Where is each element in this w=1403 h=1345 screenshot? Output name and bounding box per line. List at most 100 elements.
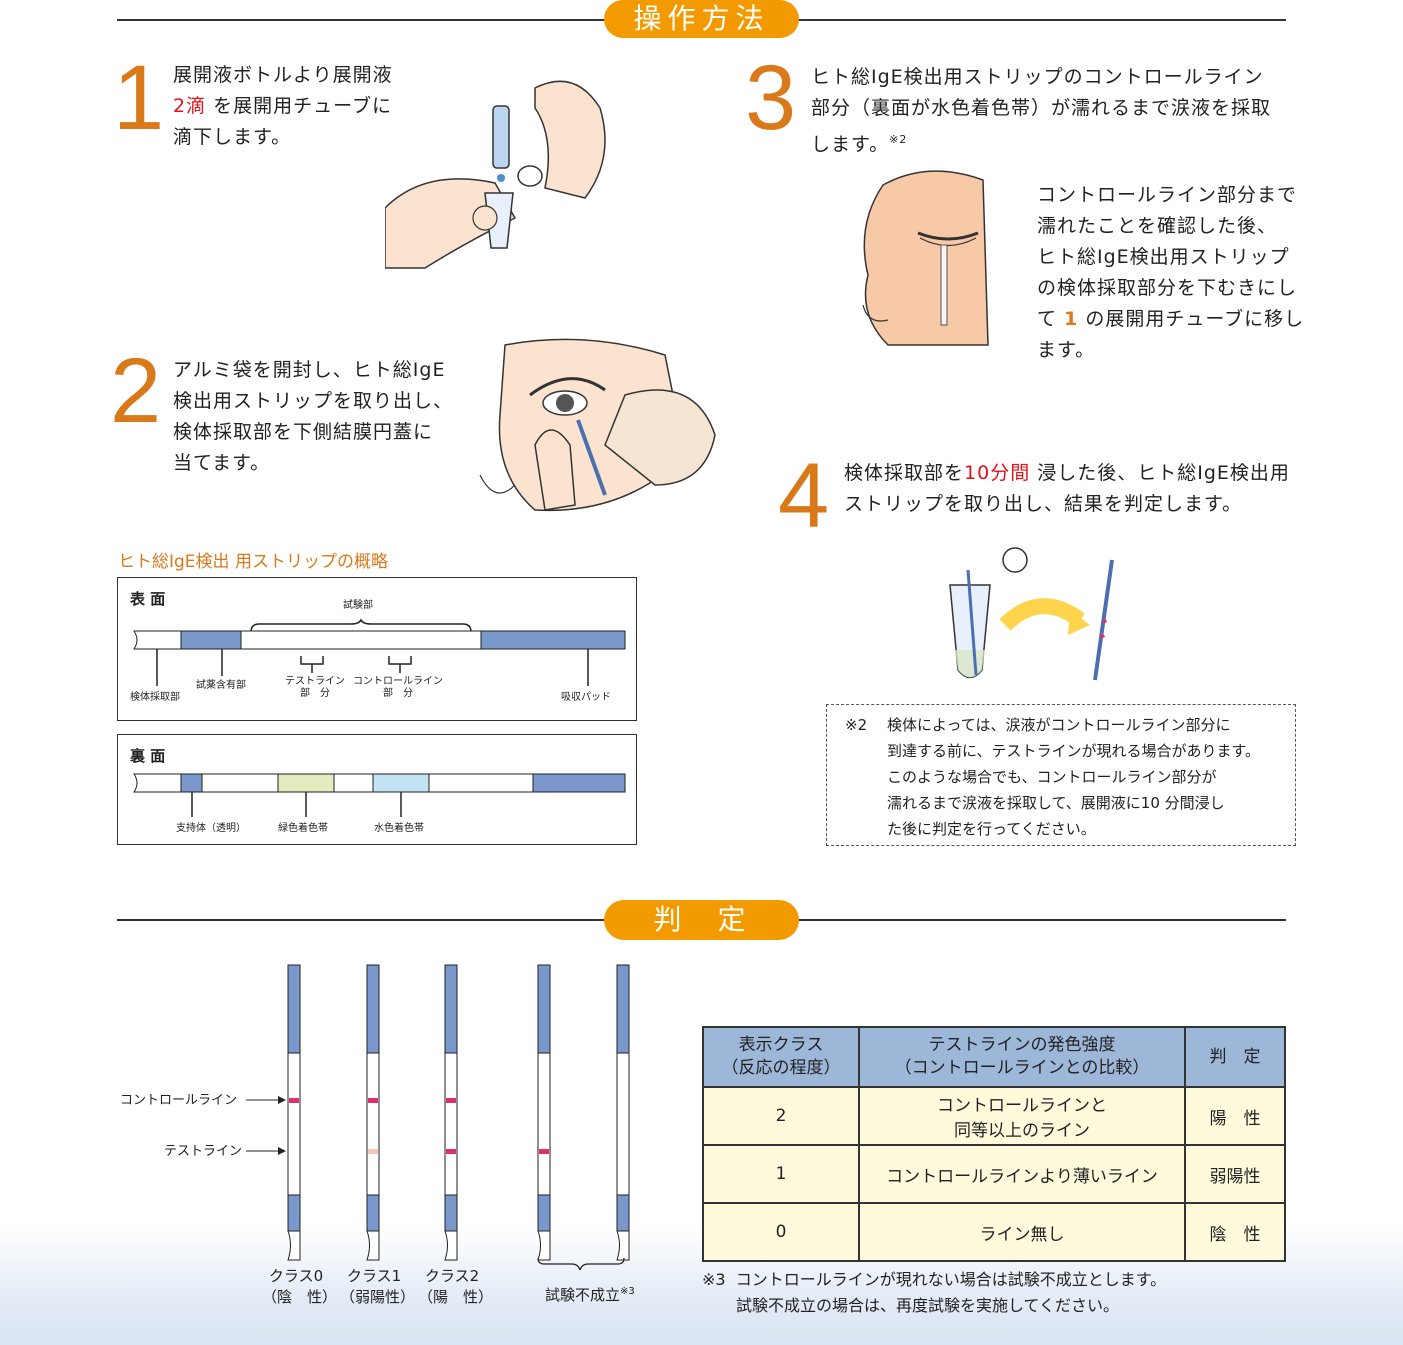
step-3-sub-line-3: ヒト総IgE検出用ストリップ [1037, 246, 1290, 268]
strip-caption-result: （弱陽性） [340, 1288, 416, 1306]
dropping-hands-illustration [385, 80, 606, 269]
invalid-caption-note-ref: ※3 [620, 1286, 635, 1297]
step-3-line-3-text: します。 [811, 133, 890, 156]
note-2-line-4: 濡れるまで涙液を採取して、展開液に10 分間浸し [887, 794, 1225, 812]
strip-top-pad [616, 964, 630, 1054]
step-1-line-3: 滴下します。 [173, 126, 292, 148]
strip-caption: クラス1（弱陽性） [340, 1266, 416, 1308]
header-result-l1: 判 定 [1209, 1046, 1261, 1067]
strip-control-line [446, 1098, 456, 1103]
section-title-judgement: 判 定 [604, 900, 799, 940]
row-result: 弱陽性 [1184, 1144, 1286, 1204]
test-line-label-1: テストライン [285, 676, 345, 687]
note-2-line-1: 検体によっては、涙液がコントロールライン部分に [887, 716, 1231, 734]
test-line-label-2: 部 分 [300, 688, 330, 699]
section-title-operation: 操作方法 [604, 0, 799, 38]
judgement-strips [246, 964, 630, 1270]
eye-strip-illustration [862, 170, 989, 346]
back-heading: 裏 面 [130, 747, 166, 765]
strip-body [366, 1052, 380, 1196]
row-class: 0 [702, 1202, 860, 1262]
step-1-text: 展開液ボトルより展開液 2滴 を展開用チューブに 滴下します。 [173, 60, 393, 153]
strip-control-line [368, 1098, 378, 1103]
step-4-text: 検体採取部を10分間 浸した後、ヒト総IgE検出用 ストリップを取り出し、結果を… [844, 458, 1290, 520]
step-1-drops: 2滴 [173, 95, 207, 117]
section-2-rule-right [796, 919, 1286, 921]
note-2-line-2: 到達する前に、テストラインが現れる場合があります。 [887, 742, 1261, 760]
step-2-number: 2 [110, 340, 162, 442]
row-result: 陽 性 [1184, 1086, 1286, 1146]
step-1-number: 1 [113, 47, 165, 149]
eye-sampling-illustration [479, 338, 716, 512]
strip-control-line [289, 1098, 299, 1103]
strip-top-pad [444, 964, 458, 1054]
table-header-row: 表示クラス（反応の程度） テストラインの発色強度（コントロールラインとの比較） … [702, 1026, 1286, 1088]
step-4-line-1a: 検体採取部を [844, 462, 965, 484]
step-1-line-1: 展開液ボトルより展開液 [173, 64, 393, 86]
strip-caption: クラス2（陽 性） [418, 1266, 493, 1308]
step-2-line-2: 検出用ストリップを取り出し、 [173, 390, 454, 412]
row-desc-l1: コントロールラインと [937, 1096, 1107, 1116]
test-line-label: テストライン 部 分 [285, 676, 345, 700]
strip-bottom-pad [537, 1194, 551, 1232]
strip-body [444, 1052, 458, 1196]
step-3-sub-line-6: ます。 [1037, 339, 1096, 361]
strip-sample-end [444, 1230, 458, 1261]
step-4-number: 4 [778, 445, 830, 547]
step-2-line-4: 当てます。 [173, 452, 271, 474]
reagent-label: 試薬含有部 [196, 680, 246, 691]
row-class: 2 [702, 1086, 860, 1146]
step-3-text: ヒト総IgE検出用ストリップのコントロールライン 部分（裏面が水色着色帯）が濡れ… [811, 62, 1271, 160]
step-2-text: アルミ袋を開封し、ヒト総IgE 検出用ストリップを取り出し、 検体採取部を下側結… [173, 355, 453, 479]
strip-sample-end [537, 1230, 551, 1261]
strip-front-panel: 表 面 試験部 検体採取部 試薬含有部 テストライン 部 分 コントロールライン… [117, 577, 637, 721]
strip-test-line [446, 1149, 456, 1154]
strip-caption-class: クラス0 [268, 1267, 324, 1285]
step-2-line-1: アルミ袋を開封し、ヒト総IgE [173, 359, 446, 381]
header-result: 判 定 [1184, 1026, 1286, 1088]
note-2-line-5: た後に判定を行ってください。 [887, 820, 1096, 838]
front-strip-diagram [133, 618, 626, 686]
step-4-line-1: 検体採取部を10分間 浸した後、ヒト総IgE検出用 [844, 458, 1290, 489]
control-line-pointer-label: コントロールライン [120, 1093, 238, 1108]
test-line-pointer-label: テストライン [164, 1144, 243, 1159]
strip-bottom-pad [366, 1194, 380, 1232]
strip-bottom-pad [287, 1194, 301, 1232]
header-intensity-l1: テストラインの発色強度 [928, 1035, 1116, 1055]
row-class: 1 [702, 1144, 860, 1204]
step-4-line-2: ストリップを取り出し、結果を判定します。 [844, 493, 1243, 515]
step-3-note-ref: ※2 [889, 133, 908, 146]
note-3-line-1: ※3 コントロールラインが現れない場合は試験不成立とします。 [702, 1267, 1166, 1293]
strip-overview-title: ヒト総IgE検出 用ストリップの概略 [118, 552, 388, 572]
note-3: ※3 コントロールラインが現れない場合は試験不成立とします。 試験不成立の場合は… [702, 1267, 1166, 1319]
tube-to-strip-illustration [949, 547, 1114, 681]
back-strip-diagram [133, 773, 626, 817]
step-3-sub-5a: て [1037, 308, 1065, 330]
strip-sample-end [287, 1230, 301, 1261]
row-description: ライン無し [858, 1202, 1186, 1262]
step-3-subtext: コントロールライン部分まで 濡れたことを確認した後、 ヒト総IgE検出用ストリッ… [1037, 180, 1304, 366]
strip-bottom-pad [616, 1194, 630, 1232]
strip-test-line [539, 1149, 549, 1154]
strip-bottom-pad [444, 1194, 458, 1232]
support-label: 支持体（透明） [176, 823, 246, 834]
sample-label: 検体採取部 [130, 692, 180, 703]
note-3-line-2: 試験不成立の場合は、再度試験を実施してください。 [736, 1296, 1120, 1315]
step-4-duration: 10分間 [964, 462, 1031, 484]
header-class: 表示クラス（反応の程度） [702, 1026, 860, 1088]
note-2-box: ※2 検体によっては、涙液がコントロールライン部分に 到達する前に、テストライン… [826, 704, 1296, 846]
note-2-line-3: このような場合でも、コントロールライン部分が [887, 768, 1217, 786]
strip-body [537, 1052, 551, 1196]
strip-caption-class: クラス2 [424, 1267, 480, 1285]
table-row: 1 コントロールラインより薄いライン 弱陽性 [702, 1144, 1286, 1204]
row-description: コントロールラインより薄いライン [858, 1144, 1186, 1204]
row-result: 陰 性 [1184, 1202, 1286, 1262]
strip-body [287, 1052, 301, 1196]
note-2-mark: ※2 [845, 716, 868, 734]
header-intensity-l2: （コントロールラインとの比較） [894, 1058, 1150, 1078]
step-1-line-2: 2滴 を展開用チューブに [173, 91, 393, 122]
strip-body [616, 1052, 630, 1196]
row-description: コントロールラインと同等以上のライン [858, 1086, 1186, 1146]
section-2-rule-left [117, 919, 607, 921]
invalid-caption: 試験不成立※3 [545, 1284, 635, 1305]
